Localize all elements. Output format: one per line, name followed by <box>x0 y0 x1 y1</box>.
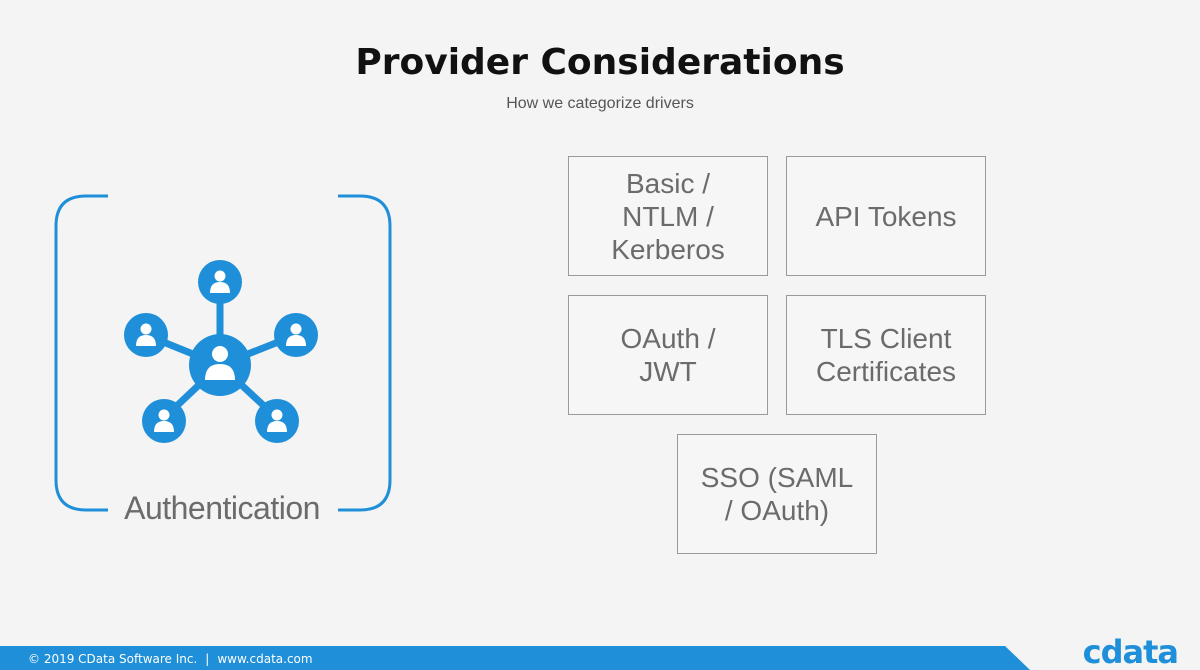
cdata-logo: cdata <box>1082 633 1179 670</box>
category-box-oauth-jwt: OAuth / JWT <box>568 295 768 415</box>
footer-text: © 2019 CData Software Inc. | www.cdata.com <box>28 652 313 666</box>
category-box-api-tokens: API Tokens <box>786 156 986 276</box>
footer-bar-shape <box>0 646 1030 670</box>
category-box-sso: SSO (SAML / OAuth) <box>677 434 877 554</box>
authentication-bracket-frame <box>54 194 392 512</box>
category-box-tls: TLS Client Certificates <box>786 295 986 415</box>
footer-copyright: © 2019 CData Software Inc. <box>28 652 198 666</box>
footer-url[interactable]: www.cdata.com <box>217 652 313 666</box>
slide-subtitle: How we categorize drivers <box>506 95 694 112</box>
slide-title: Provider Considerations <box>355 42 845 83</box>
footer-separator: | <box>205 652 210 666</box>
authentication-label: Authentication <box>112 490 332 527</box>
authentication-panel: Authentication <box>50 190 400 530</box>
network-users-icon <box>124 260 318 443</box>
footer-bar: © 2019 CData Software Inc. | www.cdata.com <box>0 646 1200 670</box>
category-box-basic: Basic / NTLM / Kerberos <box>568 156 768 276</box>
